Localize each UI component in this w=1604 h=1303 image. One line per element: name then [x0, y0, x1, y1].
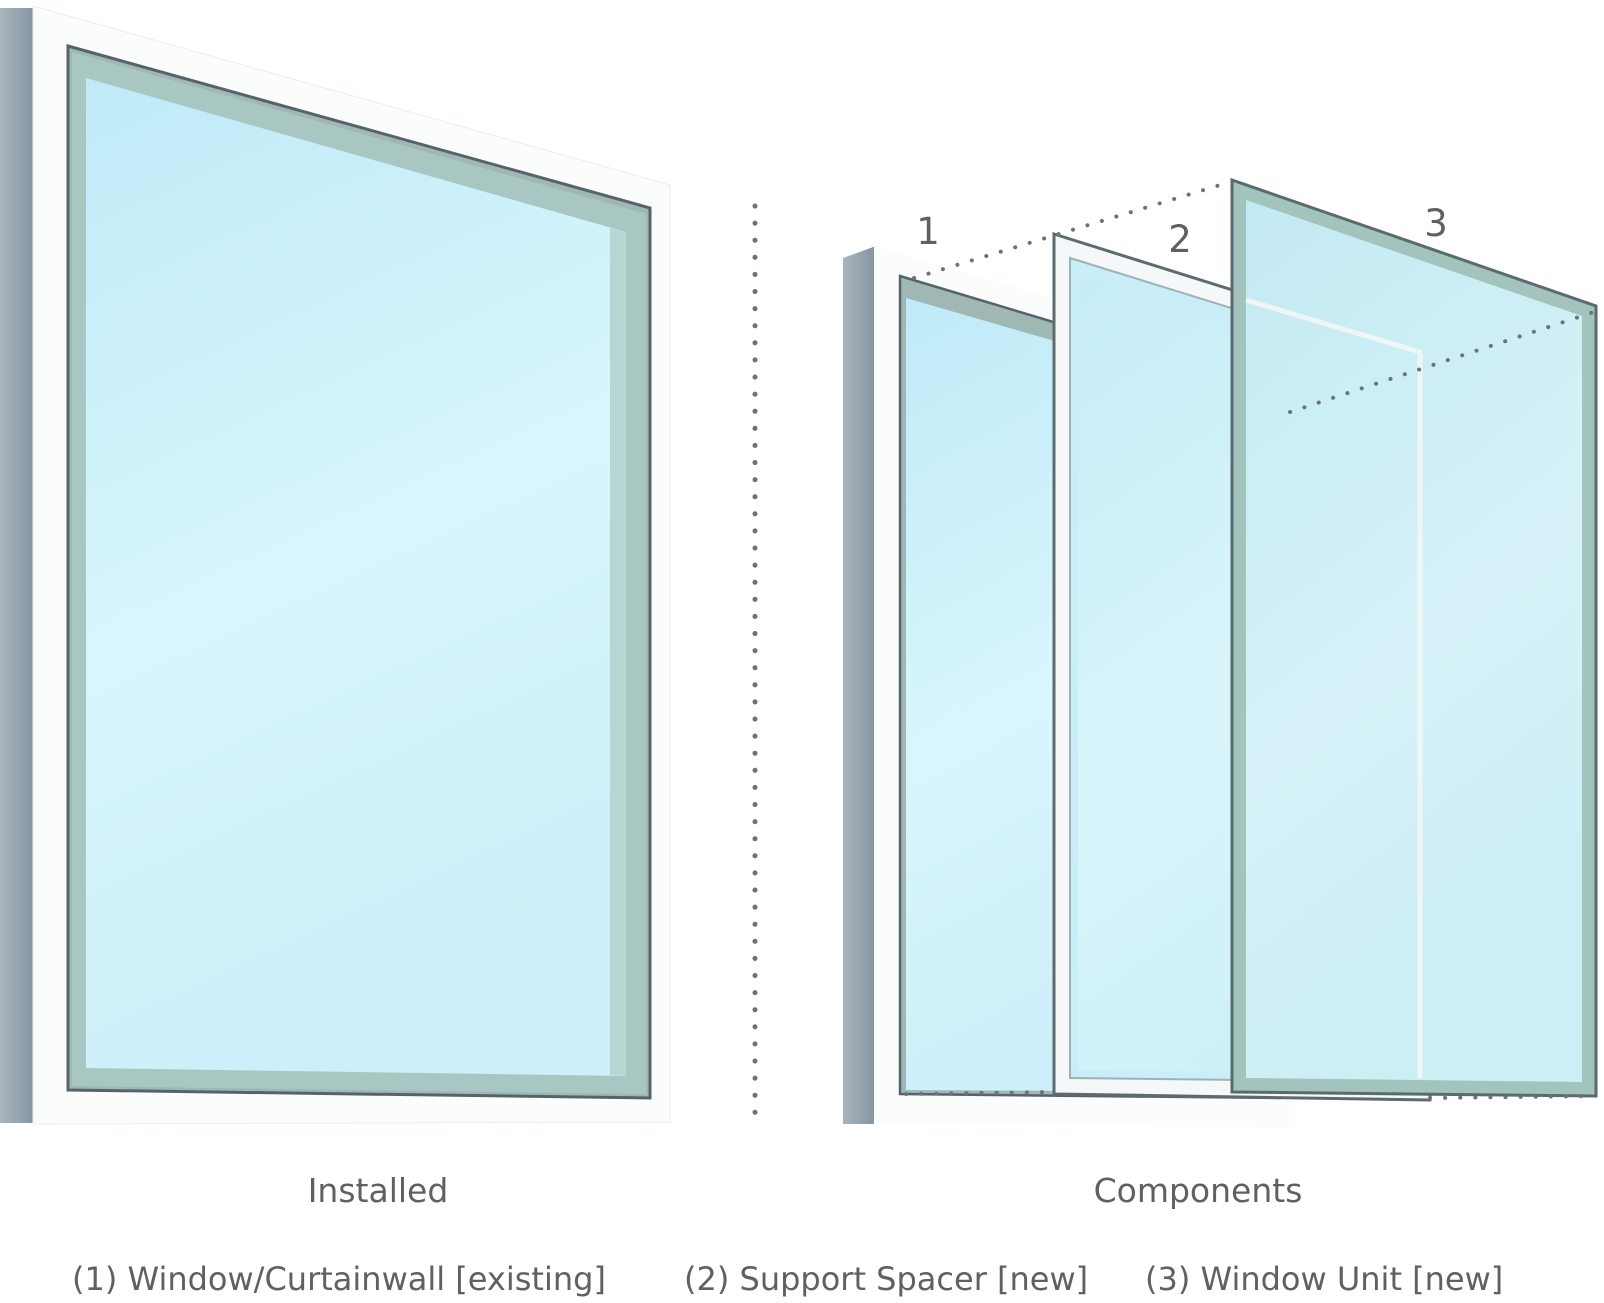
- component-number-2: 2: [1168, 218, 1192, 261]
- component-3-spacer-reflection: [1245, 297, 1423, 1078]
- legend-item-2: (2) Support Spacer [new]: [684, 1260, 1088, 1298]
- component-number-3: 3: [1424, 202, 1448, 245]
- installed-frame-side: [0, 8, 35, 1123]
- installed-glass: [86, 78, 626, 1076]
- connector-bottom-right: [1428, 1094, 1596, 1100]
- legend-item-3: (3) Window Unit [new]: [1145, 1260, 1503, 1298]
- installed-caption: Installed: [308, 1171, 449, 1210]
- installed-window: [0, 5, 671, 1125]
- components-caption: Components: [1094, 1171, 1303, 1210]
- component-3-glass: [1246, 200, 1582, 1082]
- connector-bottom: [904, 1090, 1056, 1096]
- installed-bead-highlight: [610, 228, 626, 1076]
- component-1-frame-side: [843, 246, 876, 1124]
- legend-item-1: (1) Window/Curtainwall [existing]: [72, 1260, 606, 1298]
- connector-top-1-3: [912, 180, 1232, 280]
- component-3-window-unit: [1230, 177, 1598, 1098]
- component-number-1: 1: [916, 210, 940, 253]
- component-connector-lines: [904, 180, 1596, 1100]
